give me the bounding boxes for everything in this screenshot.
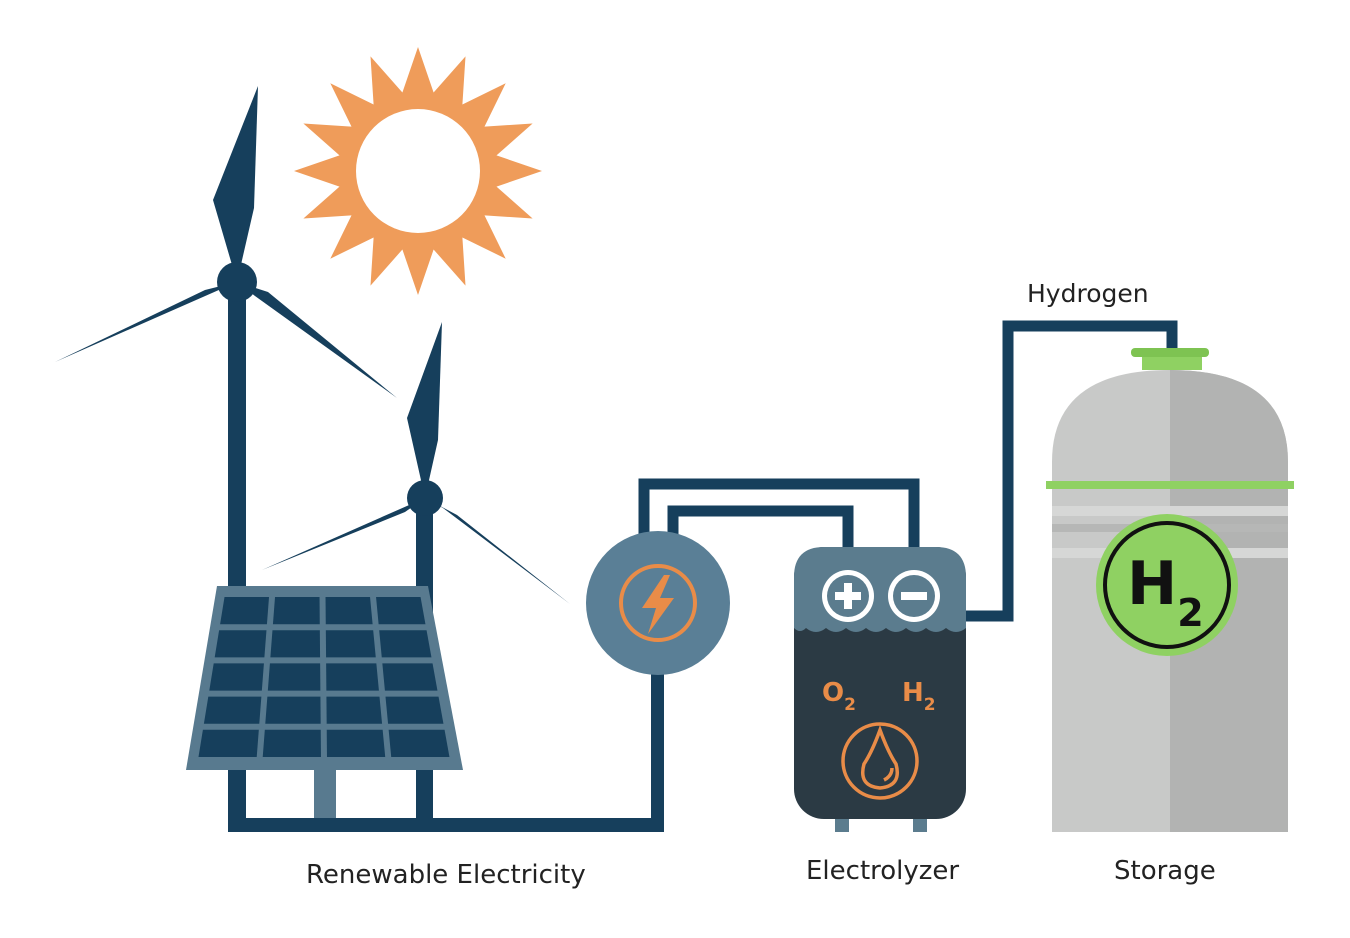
h2-badge-icon: H2 [1096, 514, 1238, 656]
solar-cell [203, 696, 262, 724]
electrolyzer-icon: O2 H2 [794, 547, 966, 832]
renewable-electricity-label: Renewable Electricity [306, 860, 586, 890]
solar-cell [270, 630, 321, 658]
solar-cell [382, 663, 438, 691]
hydrogen-subscript: 2 [924, 695, 936, 715]
solar-cell [325, 630, 376, 658]
solar-cell [325, 597, 373, 625]
sun-icon [294, 47, 542, 295]
hydrogen-label: H [902, 678, 924, 708]
solar-cell [326, 729, 386, 757]
oxygen-subscript: 2 [844, 695, 856, 715]
svg-text:H2: H2 [902, 678, 936, 715]
solar-cell [272, 597, 320, 625]
solar-panel-icon [186, 586, 463, 824]
electrolyzer-wires [638, 478, 920, 552]
solar-cell [198, 729, 259, 757]
electrolyzer-label: Electrolyzer [806, 856, 960, 886]
solar-cell [262, 729, 321, 757]
negative-terminal-icon [888, 570, 940, 622]
svg-text:H2: H2 [1127, 549, 1204, 635]
solar-cell [220, 597, 270, 625]
solar-cell [388, 729, 450, 757]
solar-cell [376, 597, 426, 625]
positive-terminal-icon [822, 570, 874, 622]
tank-symbol: H [1127, 549, 1177, 619]
solar-cell [385, 696, 444, 724]
hydrogen-storage-tank-icon: H2 [1046, 348, 1294, 832]
solar-cell [267, 663, 321, 691]
lightning-bolt-icon [642, 575, 674, 634]
svg-text:O2: O2 [822, 678, 856, 715]
hydrogen-pipe [962, 320, 1178, 622]
power-wire [228, 668, 664, 832]
storage-label: Storage [1114, 856, 1216, 886]
solar-cell [209, 663, 264, 691]
solar-cell [214, 630, 267, 658]
power-converter-icon [586, 531, 730, 675]
tank-symbol-subscript: 2 [1177, 591, 1203, 635]
oxygen-label: O [822, 678, 844, 708]
solar-cell [379, 630, 432, 658]
hydrogen-label-text: Hydrogen [1027, 279, 1149, 308]
solar-cell [326, 663, 379, 691]
water-drop-icon [841, 722, 919, 800]
solar-cell [265, 696, 321, 724]
solar-cell [326, 696, 383, 724]
